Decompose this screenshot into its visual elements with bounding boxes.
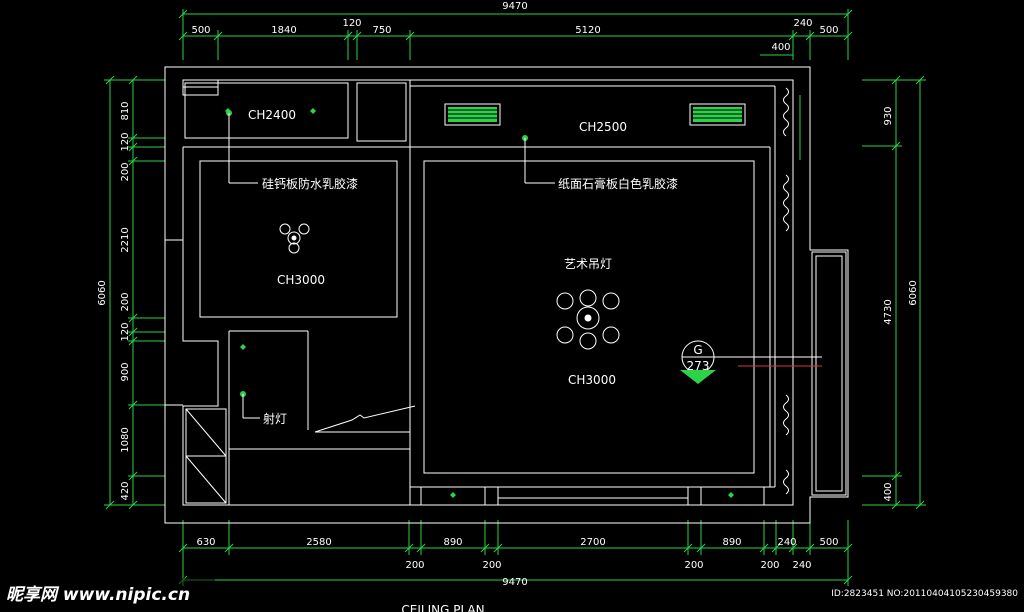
left-dim-5: 200 — [120, 292, 131, 311]
right-dim-3: 400 — [883, 482, 894, 501]
top-dim-4: 750 — [372, 25, 391, 36]
watermark-brand: 昵享网 www.nipic.cn — [6, 585, 190, 605]
watermark-id: ID:2823451 NO:20110404105230459380 — [831, 589, 1018, 599]
section-number: 273 — [687, 359, 710, 373]
leader-lines — [226, 110, 555, 419]
spotlight-symbols — [225, 108, 734, 498]
top-dim-6: 240 — [793, 18, 812, 29]
left-dim-4: 2210 — [120, 227, 131, 252]
bottom-dim-7: 500 — [819, 537, 838, 548]
top-dim-1: 500 — [191, 25, 210, 36]
left-dim-6: 120 — [120, 322, 131, 341]
right-dimension-chain: 930 4730 400 6060 — [862, 75, 926, 510]
right-dim-2: 4730 — [883, 299, 894, 324]
bottom-dim-2: 2580 — [306, 537, 331, 548]
top-dim-2: 1840 — [271, 25, 296, 36]
bottom-dim-1: 630 — [196, 537, 215, 548]
left-dim-3: 200 — [120, 162, 131, 181]
top-total-dim: 9470 — [502, 1, 527, 12]
ac-vent-right — [689, 103, 746, 126]
ceiling-height-ch3000-left: CH3000 — [277, 273, 325, 287]
top-dim-7: 500 — [819, 25, 838, 36]
right-total-dim: 6060 — [908, 280, 919, 305]
bottom-sub-dim-5: 240 — [792, 560, 811, 571]
bottom-dim-5: 890 — [722, 537, 741, 548]
left-dim-9: 420 — [120, 481, 131, 500]
left-dim-8: 1080 — [120, 427, 131, 452]
ceiling-height-ch3000-main: CH3000 — [568, 373, 616, 387]
bottom-sub-dim-4: 200 — [760, 560, 779, 571]
top-dim-5: 5120 — [575, 25, 600, 36]
left-dim-2: 120 — [120, 132, 131, 151]
bottom-sub-dim-1: 200 — [405, 560, 424, 571]
material-label-right: 纸面石膏板白色乳胶漆 — [558, 176, 678, 191]
chandelier-label: 艺术吊灯 — [564, 257, 612, 271]
bottom-dim-3: 890 — [443, 537, 462, 548]
top-dim-3: 120 — [342, 18, 361, 29]
bottom-dim-6: 240 — [777, 537, 796, 548]
bottom-dimension-chain: 630 2580 890 2700 890 240 500 200 200 20… — [178, 520, 853, 588]
room-outline — [164, 66, 849, 524]
right-dim-1: 930 — [883, 106, 894, 125]
bottom-total-dim: 9470 — [502, 577, 527, 588]
section-marker: G 273 — [680, 340, 822, 384]
left-dimension-chain: 810 120 200 2210 200 120 900 1080 420 60… — [97, 75, 165, 510]
left-dim-1: 810 — [120, 101, 131, 120]
bottom-sub-dim-3: 200 — [684, 560, 703, 571]
ceiling-height-ch2400: CH2400 — [248, 108, 296, 122]
left-dim-7: 900 — [120, 362, 131, 381]
material-label-left: 硅钙板防水乳胶漆 — [262, 176, 358, 191]
small-chandelier-icon — [279, 223, 310, 254]
ac-vent-left — [444, 103, 501, 126]
ceiling-height-ch2500: CH2500 — [579, 120, 627, 134]
curtain-symbols — [783, 87, 801, 495]
left-total-dim: 6060 — [97, 280, 108, 305]
bottom-sub-dim-2: 200 — [482, 560, 501, 571]
top-dimension-chain: 9470 500 1840 120 750 5120 240 500 400 — [178, 1, 853, 60]
bottom-dim-4: 2700 — [580, 537, 605, 548]
plan-title: CEILING PLAN — [401, 603, 484, 612]
art-chandelier-icon — [556, 289, 620, 350]
spotlight-label: 射灯 — [263, 411, 287, 426]
section-letter: G — [693, 343, 702, 357]
top-sub-dim: 400 — [771, 42, 790, 53]
